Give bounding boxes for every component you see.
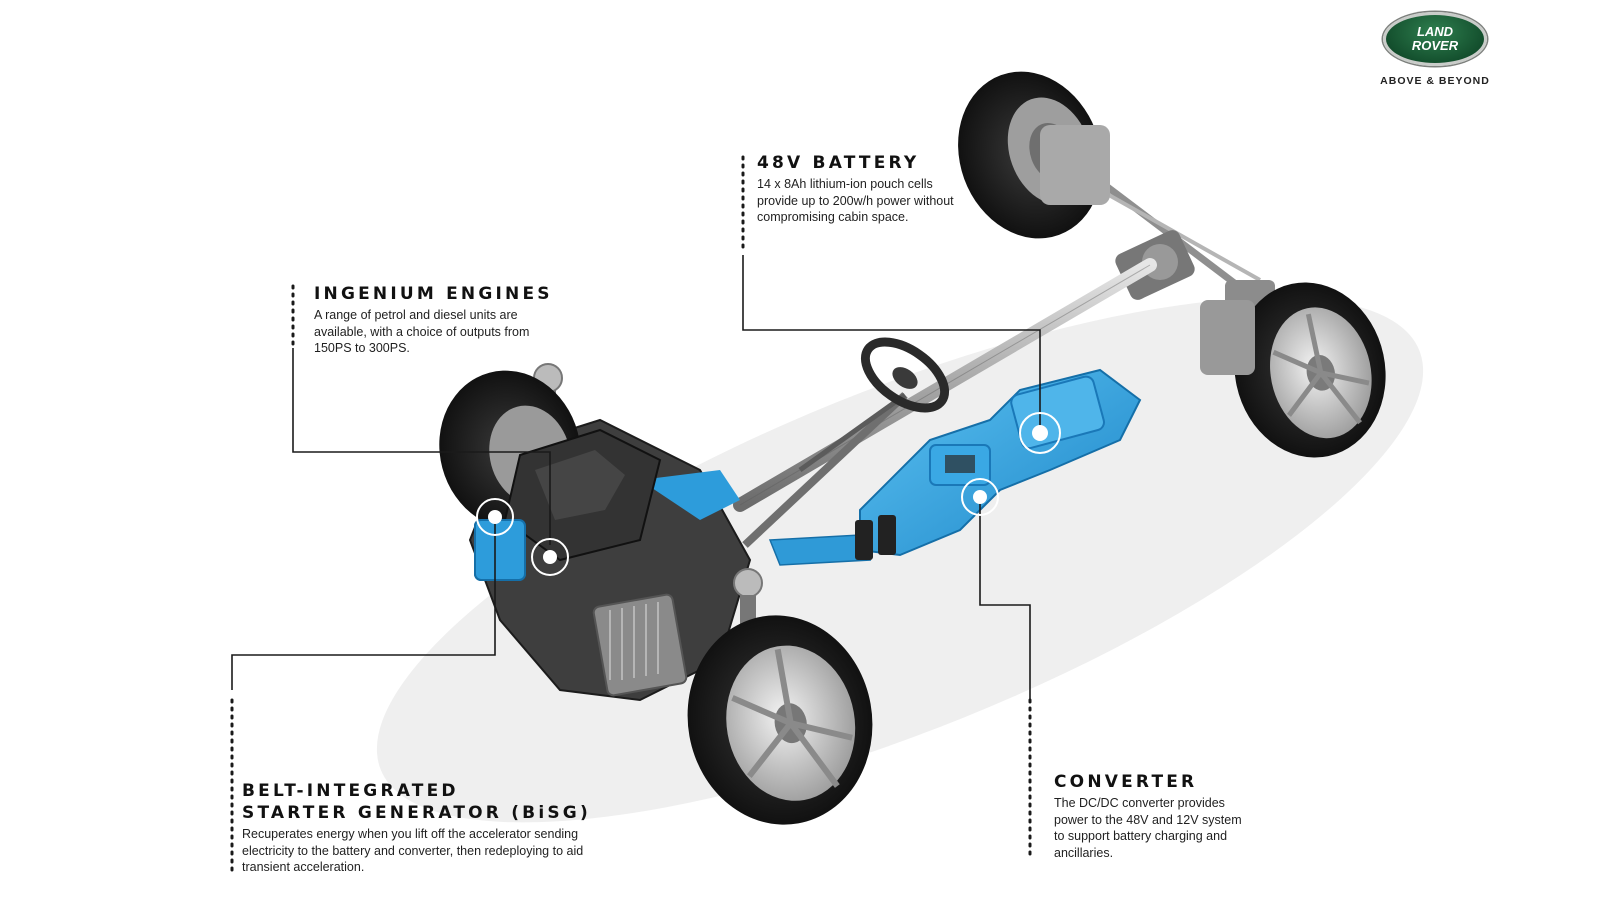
bisg-description: Recuperates energy when you lift off the… bbox=[242, 827, 584, 874]
battery-hotspot bbox=[1019, 412, 1061, 454]
battery-callout: 48V BATTERY 14 x 8Ah lithium-ion pouch c… bbox=[757, 152, 957, 226]
converter-title: CONVERTER bbox=[1054, 772, 1198, 792]
battery-description: 14 x 8Ah lithium-ion pouch cells provide… bbox=[757, 177, 954, 224]
engines-callout: INGENIUM ENGINES A range of petrol and d… bbox=[314, 283, 554, 357]
brand-tagline: ABOVE & BEYOND bbox=[1380, 75, 1490, 87]
bisg-hotspot bbox=[476, 498, 514, 536]
converter-description: The DC/DC converter provides power to th… bbox=[1054, 796, 1242, 860]
battery-pack bbox=[768, 368, 1142, 566]
battery-connector bbox=[742, 255, 1041, 430]
rear-axle bbox=[1082, 167, 1275, 318]
converter-connector bbox=[979, 500, 1031, 700]
hotspot-markers bbox=[476, 412, 1061, 576]
converter-callout: CONVERTER The DC/DC converter provides p… bbox=[1054, 771, 1254, 861]
brand-logo: LAND ROVER ABOVE & BEYOND bbox=[1370, 12, 1500, 92]
bisg-title-line2: STARTER GENERATOR (BiSG) bbox=[242, 803, 591, 823]
front-right-wheel bbox=[687, 615, 873, 825]
engines-hotspot bbox=[531, 538, 569, 576]
engines-connector bbox=[292, 348, 551, 545]
callout-connectors bbox=[231, 255, 1041, 700]
rear-left-knuckle bbox=[1040, 125, 1110, 205]
rear-right-knuckle bbox=[1200, 300, 1255, 375]
bisg-connector bbox=[231, 520, 496, 690]
bisg-title-line1: BELT-INTEGRATED bbox=[242, 781, 459, 801]
rear-right-wheel bbox=[1234, 282, 1386, 458]
steering-assembly bbox=[742, 337, 950, 548]
engines-description: A range of petrol and diesel units are a… bbox=[314, 308, 530, 355]
converter-hotspot bbox=[961, 478, 999, 516]
callout-dots bbox=[230, 155, 1032, 872]
logo-text-line1: LAND bbox=[1416, 24, 1454, 39]
battery-title: 48V BATTERY bbox=[757, 153, 920, 173]
engines-title: INGENIUM ENGINES bbox=[314, 284, 553, 304]
logo-badge: LAND ROVER bbox=[1383, 12, 1487, 66]
bisg-callout: BELT-INTEGRATED STARTER GENERATOR (BiSG)… bbox=[242, 780, 602, 876]
logo-text-line2: ROVER bbox=[1411, 38, 1459, 53]
